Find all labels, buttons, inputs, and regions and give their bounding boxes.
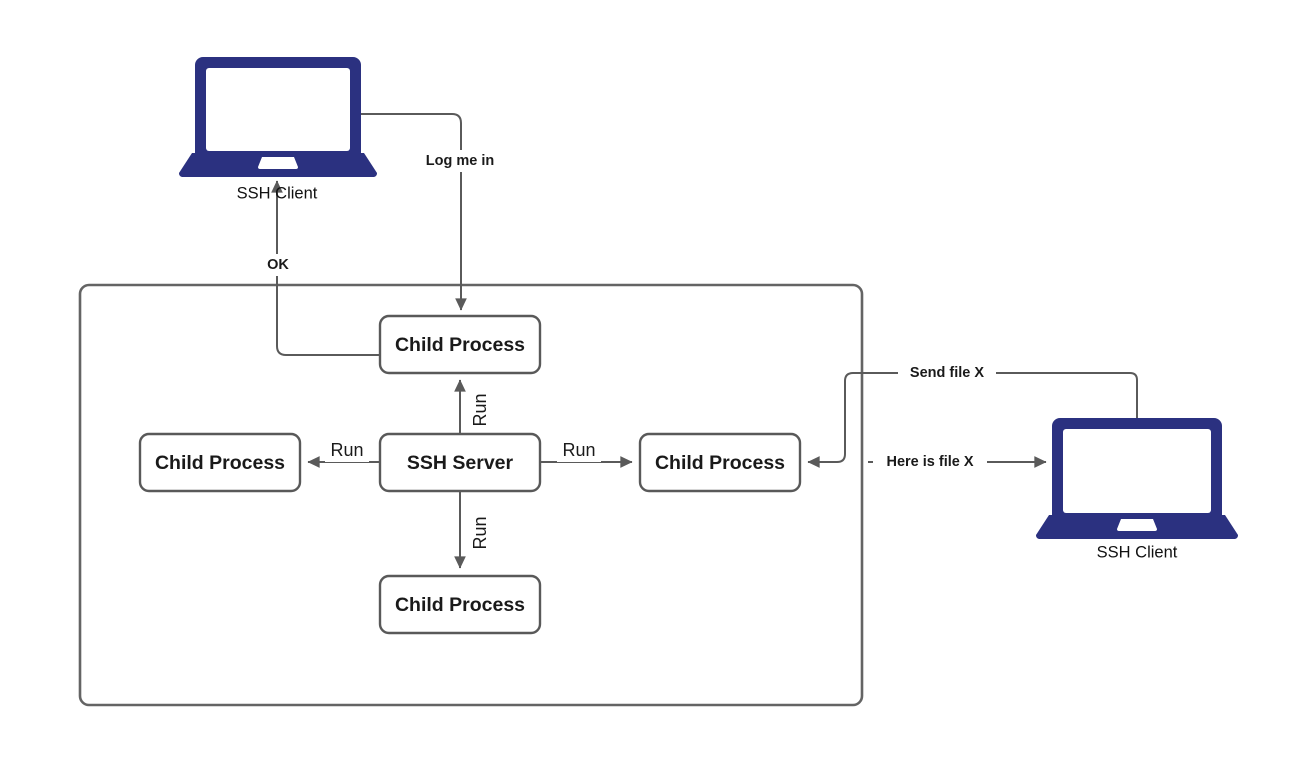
ssh-client-laptop-top-left: SSH Client bbox=[178, 57, 378, 202]
ssh-client-right-caption: SSH Client bbox=[1097, 543, 1178, 561]
node-child-process-bottom-rect[interactable] bbox=[378, 574, 542, 635]
edge-label-send-file-x: Send file X bbox=[910, 365, 984, 381]
node-ssh-server-rect[interactable] bbox=[378, 432, 542, 493]
edge-label-run-right-backdrop bbox=[557, 440, 601, 462]
laptop-touchpad bbox=[1117, 519, 1157, 531]
edge-label-run-down-group: Run bbox=[470, 516, 490, 549]
node-ssh-server[interactable]: SSH Server bbox=[378, 432, 542, 493]
edge-label-ok-backdrop bbox=[259, 254, 296, 276]
edge-label-here-is-file-x-backdrop bbox=[873, 451, 987, 473]
edge-label-run-left-group: Run bbox=[325, 440, 369, 462]
node-child-process-bottom-label: Child Process bbox=[395, 594, 525, 616]
laptop-screen-inner bbox=[1063, 429, 1211, 513]
ssh-client-laptop-right: SSH Client bbox=[1035, 418, 1239, 561]
edge-label-send-file-x-backdrop bbox=[898, 362, 996, 384]
node-child-process-top[interactable]: Child Process bbox=[378, 314, 542, 375]
edge-label-log-me-in-group: Log me in bbox=[416, 150, 504, 172]
edge-label-run-right-group: Run bbox=[557, 440, 601, 462]
edge-label-here-is-file-x: Here is file X bbox=[886, 454, 973, 470]
edge-send-file-x bbox=[807, 372, 1138, 468]
node-child-process-left[interactable]: Child Process bbox=[138, 432, 302, 493]
edge-label-ok-group: OK bbox=[259, 254, 296, 276]
node-child-process-top-rect[interactable] bbox=[378, 314, 542, 375]
edge-label-send-file-x-group: Send file X bbox=[898, 362, 996, 384]
node-child-process-left-label: Child Process bbox=[155, 452, 285, 474]
edge-label-run-left-backdrop bbox=[325, 440, 369, 462]
edge-label-run-right: Run bbox=[562, 440, 595, 460]
edge-log-me-in bbox=[360, 113, 467, 311]
node-child-process-right-rect[interactable] bbox=[638, 432, 802, 493]
ssh-server-container bbox=[78, 283, 864, 707]
edge-label-log-me-in-backdrop bbox=[416, 150, 504, 172]
edge-ok bbox=[271, 180, 379, 356]
node-child-process-top-label: Child Process bbox=[395, 334, 525, 356]
node-child-process-left-rect[interactable] bbox=[138, 432, 302, 493]
node-child-process-bottom[interactable]: Child Process bbox=[378, 574, 542, 635]
laptop-touchpad bbox=[258, 157, 298, 169]
edge-label-run-down: Run bbox=[470, 516, 490, 549]
node-ssh-server-label: SSH Server bbox=[407, 452, 514, 474]
edge-label-run-up: Run bbox=[470, 393, 490, 426]
ssh-client-top-left-caption: SSH Client bbox=[237, 184, 318, 202]
edge-label-ok: OK bbox=[267, 257, 289, 273]
node-child-process-right[interactable]: Child Process bbox=[638, 432, 802, 493]
edge-label-here-is-file-x-group: Here is file X bbox=[873, 451, 987, 473]
node-child-process-right-label: Child Process bbox=[655, 452, 785, 474]
laptop-screen-inner bbox=[206, 68, 350, 151]
edge-label-log-me-in: Log me in bbox=[426, 153, 494, 169]
edge-label-run-left: Run bbox=[330, 440, 363, 460]
edge-label-run-up-group: Run bbox=[470, 393, 490, 426]
